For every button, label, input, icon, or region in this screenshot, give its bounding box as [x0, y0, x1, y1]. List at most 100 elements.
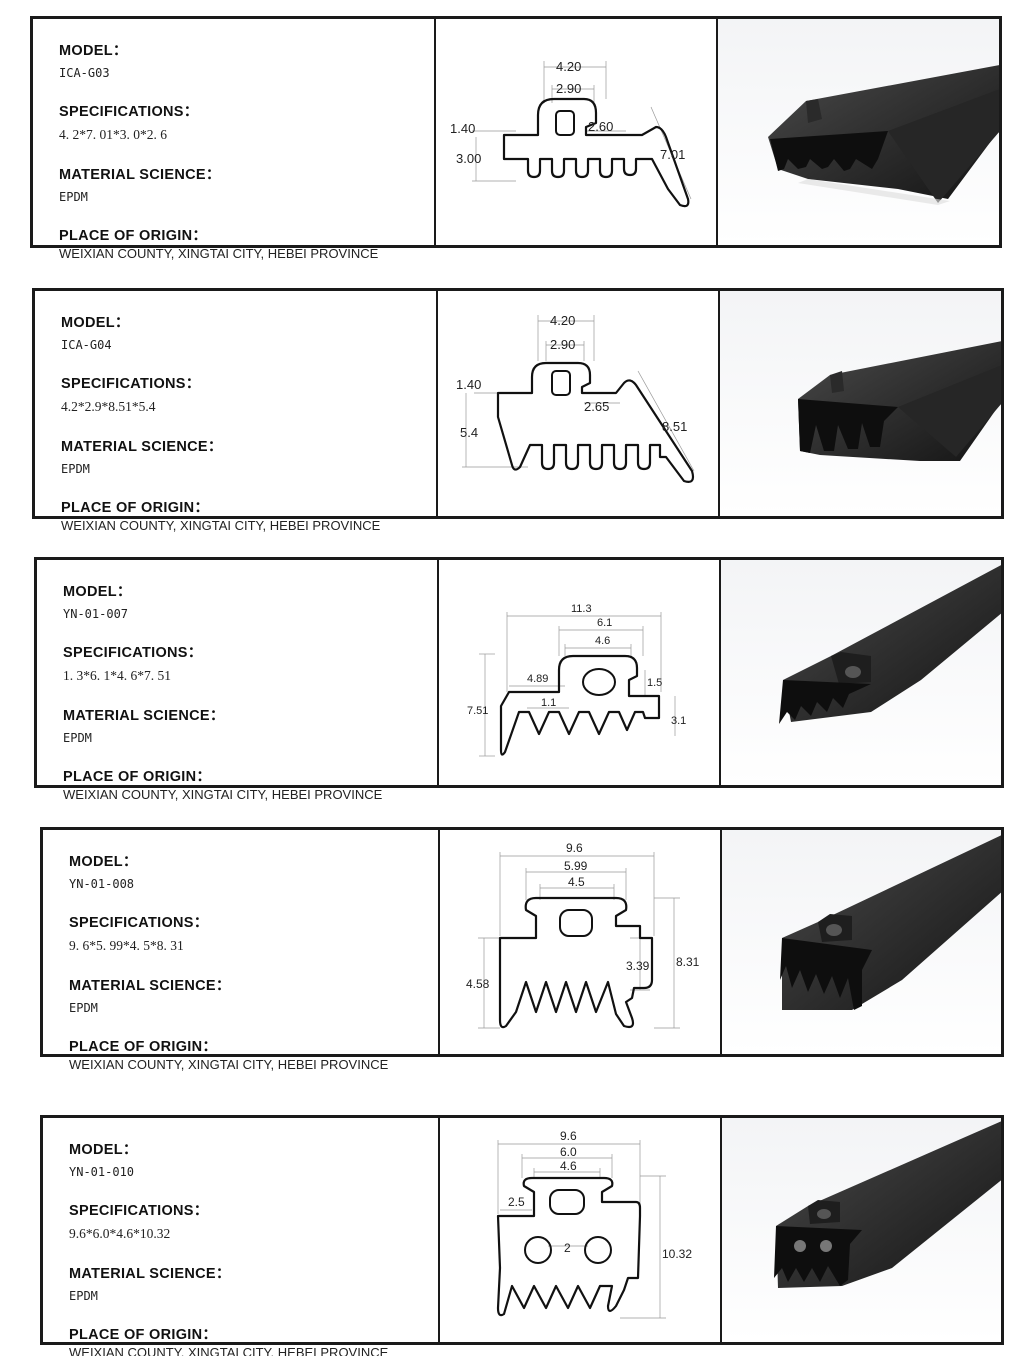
material-value: EPDM [69, 1001, 98, 1015]
origin-value: WEIXIAN COUNTY, XINGTAI CITY, HEBEI PROV… [69, 1345, 389, 1356]
profile-drawing: 4.20 2.90 1.40 2.60 3.00 7.01 [436, 19, 718, 245]
material-label: MATERIAL SCIENCE： [69, 1266, 231, 1282]
dim-label: 9.6 [566, 841, 583, 855]
dim-label: 2.60 [588, 119, 613, 134]
specifications-label: SPECIFICATIONS： [69, 1203, 209, 1219]
profile-hole [558, 909, 593, 937]
dim-label: 9.6 [560, 1129, 577, 1143]
product-card-yn-01-010: MODEL： YN-01-010 SPECIFICATIONS： 9.6*6.0… [40, 1115, 1004, 1356]
dim-label: 4.6 [560, 1159, 577, 1173]
origin-value: WEIXIAN COUNTY, XINGTAI CITY, HEBEI PROV… [69, 1057, 389, 1072]
dim-label: 11.3 [571, 603, 592, 615]
dim-label: 5.99 [564, 859, 588, 873]
model-label: MODEL： [69, 1142, 138, 1158]
specifications-value: 4. 2*7. 01*3. 0*2. 6 [59, 127, 167, 142]
dim-label: 5.4 [460, 425, 478, 440]
dim-label: 4.89 [527, 673, 548, 685]
dim-label: 2.90 [550, 337, 575, 352]
profile-outline [499, 654, 660, 756]
model-value: YN-01-007 [63, 607, 129, 621]
profile-hole [554, 110, 575, 136]
profile-drawing: 11.3 6.1 4.6 4.89 1.5 1.1 7.51 3.1 [439, 560, 721, 785]
model-label: MODEL： [59, 43, 128, 59]
dim-label: 3.00 [456, 151, 481, 166]
origin-label: PLACE OF ORIGIN： [61, 500, 210, 516]
origin-label: PLACE OF ORIGIN： [59, 228, 208, 244]
profile-outline [502, 97, 690, 208]
dim-label: 4.20 [556, 59, 581, 74]
dim-label: 4.58 [466, 977, 490, 991]
specifications-label: SPECIFICATIONS： [63, 645, 203, 661]
material-label: MATERIAL SCIENCE： [63, 708, 225, 724]
dim-label: 1.5 [647, 677, 662, 689]
profile-drawing: 4.20 2.90 1.40 2.65 5.4 8.51 [438, 291, 720, 516]
model-value: YN-01-010 [69, 1165, 135, 1179]
profile-hole [581, 668, 616, 696]
model-value: ICA-G04 [61, 338, 112, 352]
profile-hole [583, 1236, 612, 1264]
origin-label: PLACE OF ORIGIN： [63, 769, 212, 785]
product-info: MODEL： YN-01-008 SPECIFICATIONS： 9. 6*5.… [43, 830, 440, 1072]
model-value: ICA-G03 [59, 66, 110, 80]
dim-label: 4.6 [595, 635, 610, 647]
material-label: MATERIAL SCIENCE： [61, 439, 223, 455]
product-info: MODEL： YN-01-007 SPECIFICATIONS： 1. 3*6.… [37, 560, 439, 802]
specifications-value: 9. 6*5. 99*4. 5*8. 31 [69, 938, 184, 953]
specifications-label: SPECIFICATIONS： [59, 104, 199, 120]
profile-outline [496, 361, 694, 483]
material-label: MATERIAL SCIENCE： [69, 978, 231, 994]
profile-render [721, 830, 1001, 1054]
dim-label: 2.90 [556, 81, 581, 96]
dim-label: 8.31 [676, 955, 700, 969]
dim-label: 4.20 [550, 313, 575, 328]
dim-label: 4.5 [568, 875, 585, 889]
dim-label: 1.1 [541, 697, 556, 709]
dim-label: 10.32 [662, 1247, 692, 1261]
profile-outline [496, 1176, 641, 1317]
specifications-value: 1. 3*6. 1*4. 6*7. 51 [63, 668, 171, 683]
specifications-label: SPECIFICATIONS： [61, 376, 201, 392]
product-info: MODEL： ICA-G04 SPECIFICATIONS： 4.2*2.9*8… [35, 291, 438, 533]
dim-label: 8.51 [662, 419, 687, 434]
dim-label: 1.40 [450, 121, 475, 136]
profile-drawing: 9.6 5.99 4.5 4.58 3.39 8.31 [440, 830, 722, 1054]
material-value: EPDM [59, 190, 88, 204]
material-label: MATERIAL SCIENCE： [59, 167, 221, 183]
profile-hole [548, 1189, 585, 1215]
origin-value: WEIXIAN COUNTY, XINGTAI CITY, HEBEI PROV… [61, 518, 381, 533]
dim-label: 2 [564, 1241, 571, 1255]
origin-value: WEIXIAN COUNTY, XINGTAI CITY, HEBEI PROV… [63, 787, 383, 802]
profile-render [720, 560, 1001, 785]
model-label: MODEL： [69, 854, 138, 870]
dim-label: 6.1 [597, 617, 612, 629]
dim-label: 2.5 [508, 1195, 525, 1209]
dim-label: 3.39 [626, 959, 650, 973]
product-info: MODEL： YN-01-010 SPECIFICATIONS： 9.6*6.0… [43, 1118, 440, 1356]
specifications-value: 4.2*2.9*8.51*5.4 [61, 399, 156, 414]
product-info: MODEL： ICA-G03 SPECIFICATIONS： 4. 2*7. 0… [33, 19, 436, 261]
dim-label: 7.01 [660, 147, 685, 162]
dim-label: 6.0 [560, 1145, 577, 1159]
profile-outline [498, 896, 653, 1029]
dim-label: 7.51 [467, 705, 488, 717]
profile-render [719, 291, 1001, 516]
model-label: MODEL： [61, 315, 130, 331]
profile-drawing: 9.6 6.0 4.6 2.5 2 10.32 [440, 1118, 722, 1342]
profile-hole [523, 1236, 552, 1264]
model-value: YN-01-008 [69, 877, 135, 891]
origin-label: PLACE OF ORIGIN： [69, 1039, 218, 1055]
material-value: EPDM [63, 731, 92, 745]
material-value: EPDM [69, 1289, 98, 1303]
material-value: EPDM [61, 462, 90, 476]
product-card-ica-g03: MODEL： ICA-G03 SPECIFICATIONS： 4. 2*7. 0… [30, 16, 1002, 261]
profile-hole [550, 370, 571, 396]
origin-label: PLACE OF ORIGIN： [69, 1327, 218, 1343]
specifications-label: SPECIFICATIONS： [69, 915, 209, 931]
origin-value: WEIXIAN COUNTY, XINGTAI CITY, HEBEI PROV… [59, 246, 379, 261]
dim-label: 2.65 [584, 399, 609, 414]
product-card-ica-g04: MODEL： ICA-G04 SPECIFICATIONS： 4.2*2.9*8… [32, 288, 1004, 533]
product-card-yn-01-008: MODEL： YN-01-008 SPECIFICATIONS： 9. 6*5.… [40, 827, 1004, 1072]
product-card-yn-01-007: MODEL： YN-01-007 SPECIFICATIONS： 1. 3*6.… [34, 557, 1004, 802]
specifications-value: 9.6*6.0*4.6*10.32 [69, 1226, 171, 1241]
dim-label: 3.1 [671, 715, 686, 727]
